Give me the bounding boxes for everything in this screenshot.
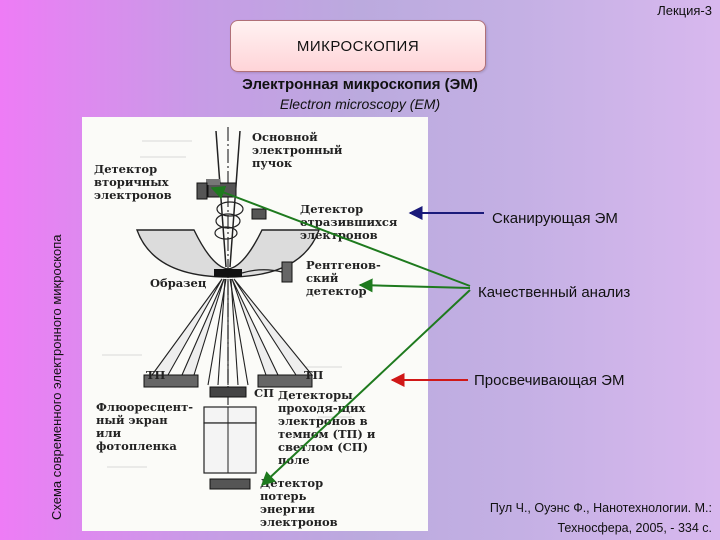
label-sample: Образец: [150, 276, 207, 290]
electron-spiral: [214, 201, 244, 240]
annotation-qualitative-analysis: Качественный анализ: [478, 284, 631, 301]
citation-line-1: Пул Ч., Оуэнс Ф., Нанотехнологии. М.:: [489, 501, 712, 515]
lecture-label: Лекция-3: [657, 3, 712, 18]
secondary-detector-head: [196, 182, 208, 200]
subtitle-english: Electron microscopy (EM): [279, 96, 441, 112]
label-xray-detector: Рентгенов-ский детектор: [306, 258, 381, 298]
label-secondary-detector: Детектор вторичных электронов: [94, 162, 172, 202]
page-title-box: МИКРОСКОПИЯ: [230, 20, 486, 72]
bright-field-detector: [209, 386, 247, 398]
secondary-detector-block: [207, 182, 237, 198]
annotation-transmission-em: Просвечивающая ЭМ: [474, 372, 625, 389]
microscope-diagram: Основной электронный пучок Детектор втор…: [82, 117, 428, 531]
label-tp-right: ТП: [304, 368, 324, 382]
screen-top: [203, 406, 257, 424]
label-primary-beam: Основной электронный пучок: [252, 130, 343, 170]
dark-field-detector-left: [143, 374, 199, 388]
screen-body: [203, 422, 257, 474]
xray-detector-block: [281, 261, 293, 283]
citation-line-2: Техносфера, 2005, - 334 с.: [557, 521, 713, 535]
label-screen: Флюоресцент-ный экран или фотопленка: [96, 400, 193, 453]
side-caption: Схема современного электронного микроско…: [49, 234, 64, 520]
page-title: МИКРОСКОПИЯ: [296, 37, 420, 55]
detector-cap: [206, 179, 220, 185]
annotation-scanning-em: Сканирующая ЭМ: [492, 210, 618, 227]
label-tp-left: ТП: [146, 368, 166, 382]
energy-loss-detector-block: [209, 478, 251, 490]
transmission-fans: [150, 278, 314, 386]
citation: Пул Ч., Оуэнс Ф., Нанотехнологии. М.: Те…: [490, 498, 712, 538]
subtitle-russian: Электронная микроскопия (ЭМ): [242, 76, 478, 93]
label-sp: СП: [254, 386, 275, 400]
reflected-detector-head: [251, 208, 267, 220]
label-energy-loss-detector: Детектор потерь энергии электронов: [260, 476, 338, 529]
label-transmitted-detectors: Детекторы проходя-щих электронов в темно…: [278, 388, 376, 467]
label-reflected-detector: Детектор отразившихся электронов: [300, 202, 398, 242]
sample-block: [214, 269, 242, 277]
